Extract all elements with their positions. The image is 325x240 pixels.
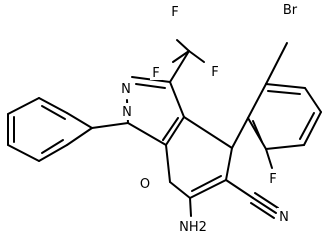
nh2-halo (176, 218, 210, 236)
bond-c3-n2-double (135, 83, 166, 89)
f-aryl-halo (267, 170, 279, 186)
bond-phenyl-5 (7, 144, 40, 162)
nh2-atom-label: NH2 (179, 220, 207, 235)
o-ring-halo (138, 175, 152, 192)
bond-aryl-c1-c6 (247, 83, 267, 119)
bond-nitrile-triple-lower (250, 202, 275, 219)
bond-c3-c3a (169, 81, 185, 118)
bond-c3a-c7a (165, 116, 185, 146)
bond-phenyl-1 (66, 112, 93, 129)
br-atom-label: Br (283, 3, 298, 18)
bond-aryl-c5-c4 (304, 87, 322, 113)
bond-aryl-c4-c3 (303, 111, 322, 146)
bond-aryl-f (265, 148, 273, 169)
n-upper-atom-label: N (121, 82, 131, 97)
o-ring-atom-label: O (140, 177, 150, 192)
bond-aryl-c6-c5 (265, 83, 306, 89)
bond-c6-nh2 (189, 197, 192, 217)
bond-phenyl-6 (38, 144, 68, 162)
bond-o-c6 (169, 181, 191, 199)
f-left-halo (150, 64, 162, 80)
bond-c-f-right (188, 50, 205, 63)
f-aryl-atom-label: F (269, 172, 276, 187)
bond-aryl-c6-c5-double (267, 90, 301, 95)
bond-aryl-c2-c1 (247, 117, 267, 150)
bond-n1-phenyl (91, 122, 129, 129)
bond-phenyl-2-double (41, 105, 66, 120)
f-left-atom-label: F (152, 66, 159, 81)
n-nitrile-atom-label: N (279, 210, 289, 225)
n-lower-halo (121, 103, 134, 120)
n-lower-atom-label: N (122, 105, 132, 120)
bond-c7a-o (165, 144, 171, 183)
f-right-halo (209, 63, 221, 79)
bond-phenyl-3 (7, 97, 40, 115)
n-nitrile-halo (277, 208, 291, 225)
bond-aryl-c3-c2 (265, 144, 305, 150)
bond-c6-c5-double (191, 175, 222, 192)
bond-layer (7, 39, 322, 219)
n-upper-halo (120, 80, 133, 97)
bond-c7a-n1 (127, 122, 167, 146)
bond-phenyl-2 (38, 97, 68, 114)
atom-label-layer: Br F F F F N N O NH2 N (120, 0, 301, 236)
f-top-halo (169, 3, 181, 19)
bond-phenyl-7 (66, 127, 93, 146)
f-top-atom-label: F (171, 5, 178, 20)
bond-nitrile-triple-upper (254, 192, 279, 209)
bond-c4-c3a (183, 116, 233, 149)
f-right-atom-label: F (211, 65, 218, 80)
bond-aryl-c2-c1-double (252, 120, 263, 143)
bond-c5-c4 (225, 147, 233, 181)
bond-c-f-left (172, 50, 190, 63)
bond-phenyl-6-double (41, 139, 64, 154)
bond-cf3-pyrazole (169, 50, 190, 83)
bond-aryl-c4-c3-double (299, 112, 315, 140)
br-halo (279, 0, 301, 18)
bond-c-f-top (176, 39, 190, 52)
bond-c6-c5 (189, 179, 227, 199)
bond-aryl-br (265, 42, 288, 85)
bond-nitrile-triple-center (252, 197, 277, 214)
bond-c3a-c7a-double (162, 117, 179, 141)
bond-c5-cn (225, 179, 254, 199)
bond-c4-aryl (231, 117, 249, 149)
